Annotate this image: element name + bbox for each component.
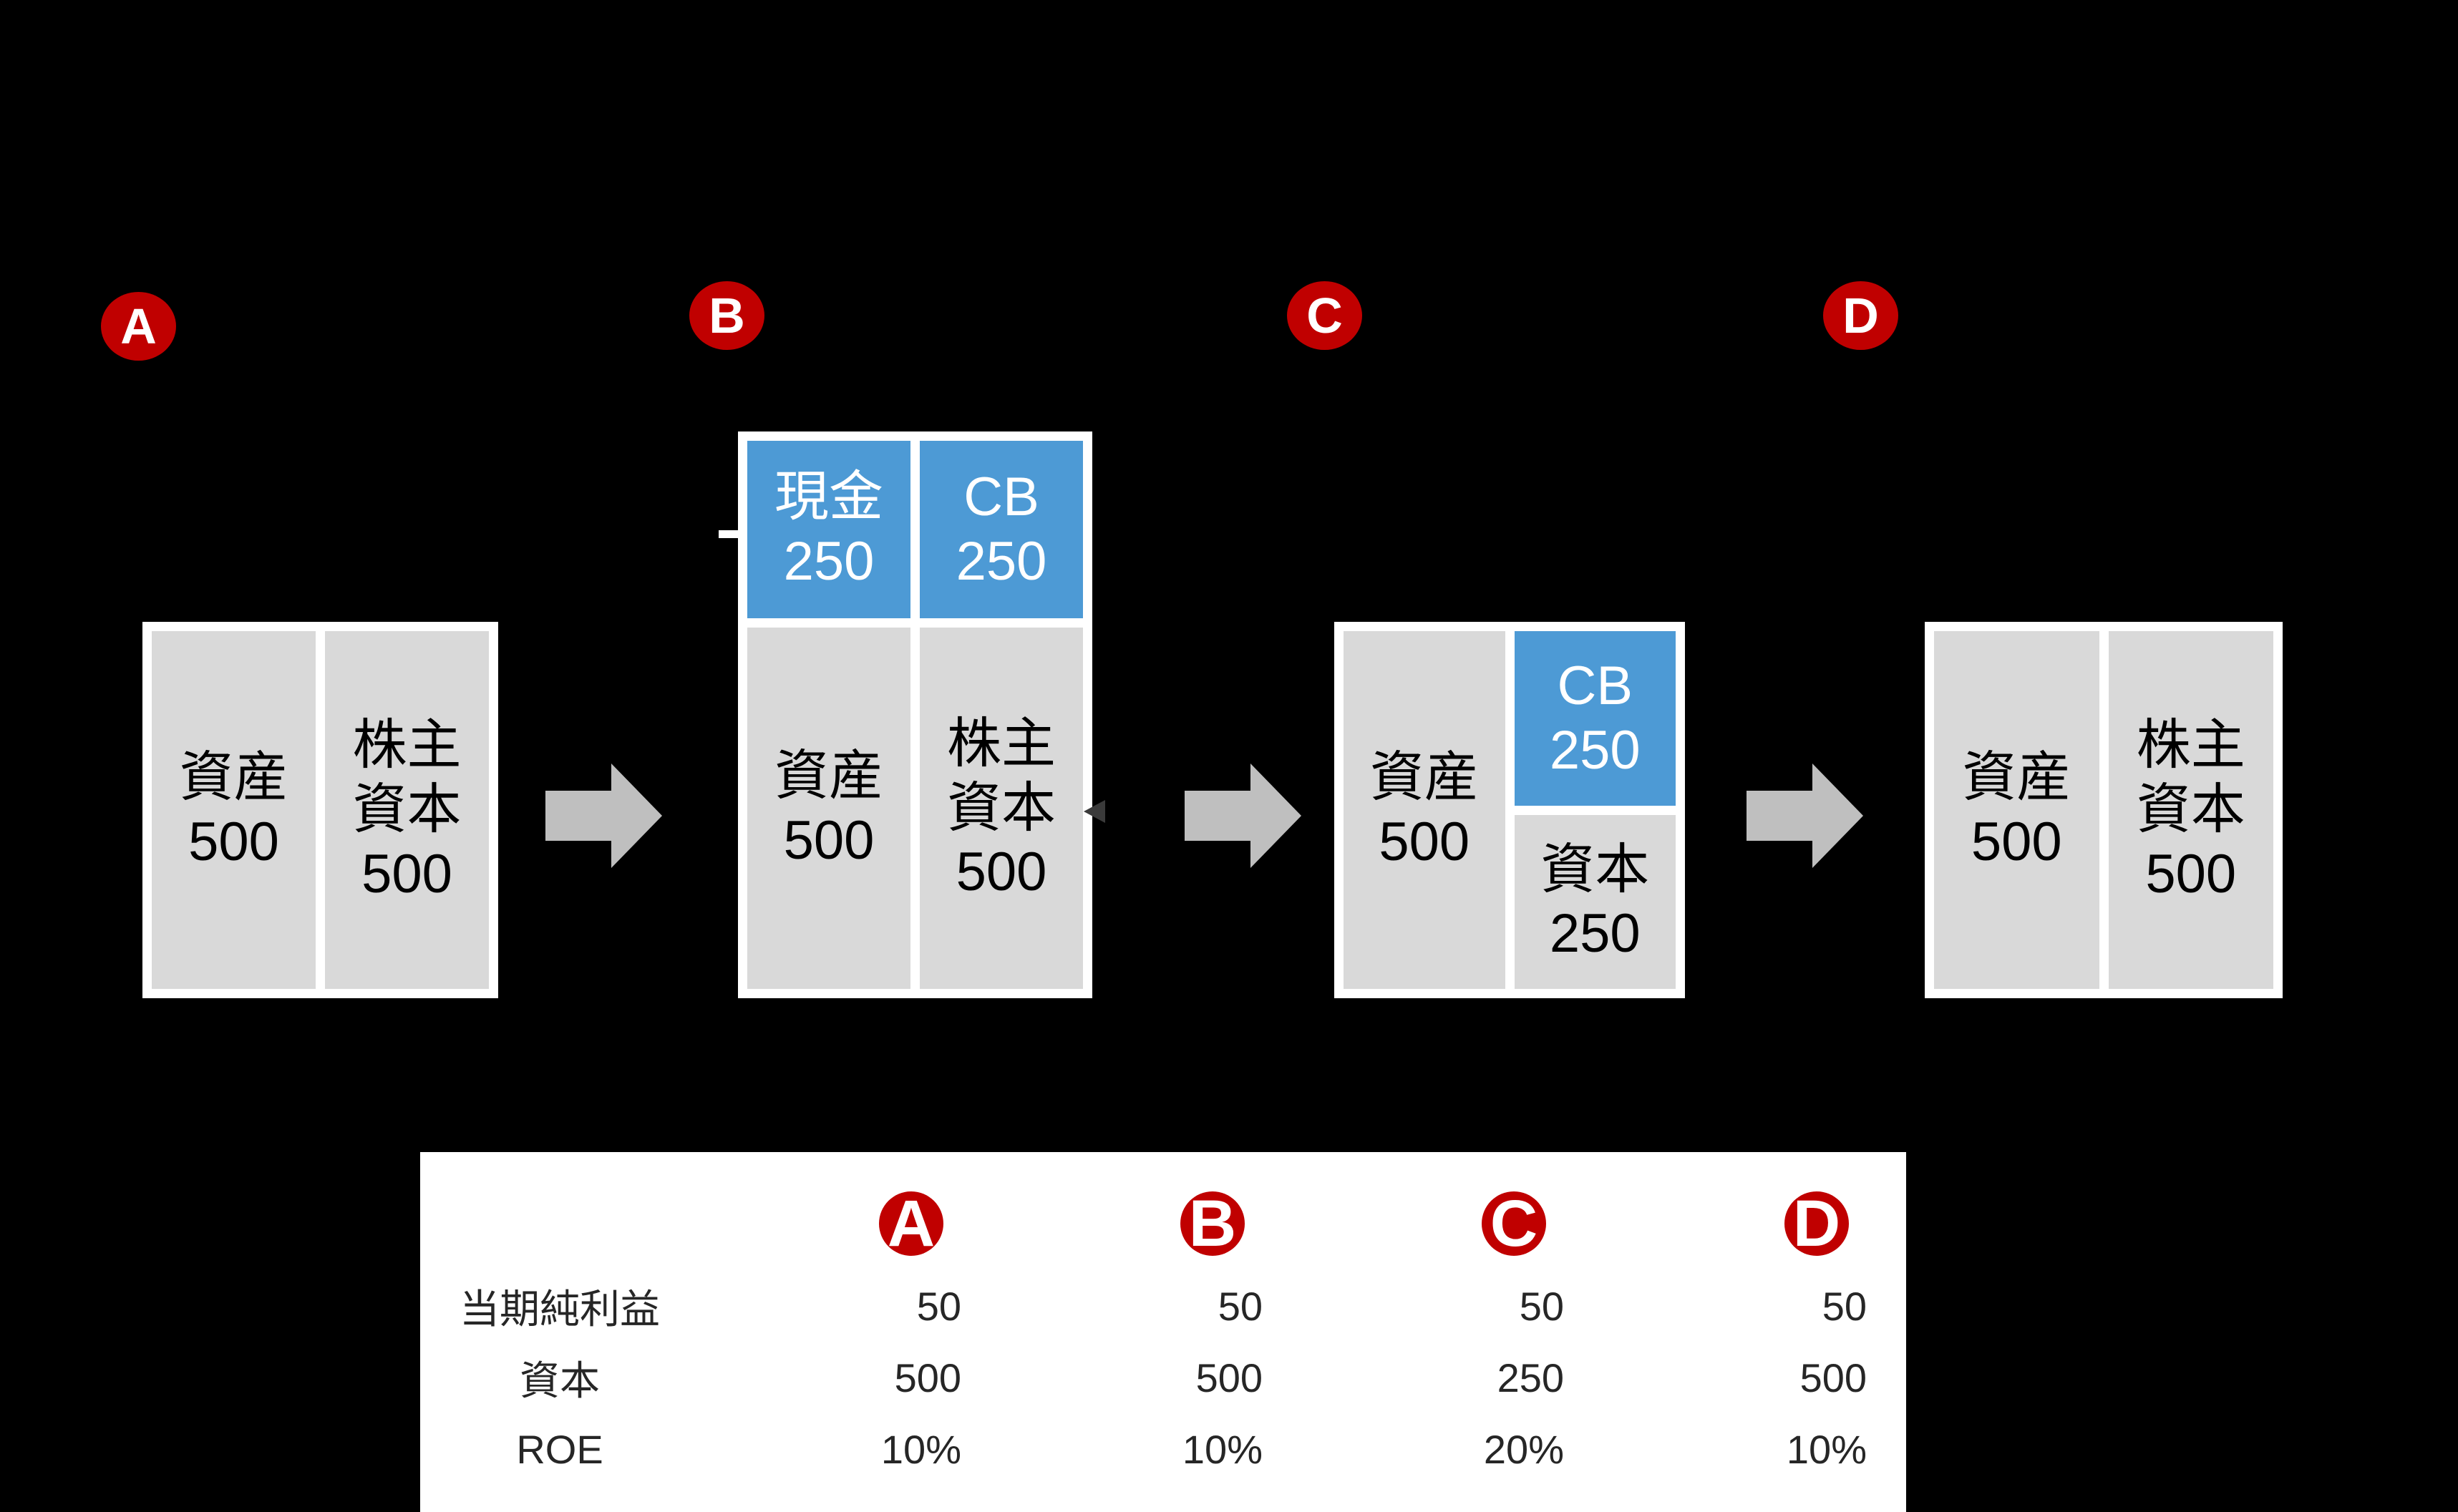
row-label-roe: ROE	[516, 1426, 603, 1472]
box-d-equity-cell: 株主 資本 500	[2108, 631, 2273, 989]
box-b-cash-cell: 現金 250	[747, 441, 910, 618]
row-label-net-income: 当期純利益	[460, 1286, 660, 1332]
capital-d: 500	[1799, 1355, 1867, 1400]
stage-badge-c: C	[1287, 281, 1362, 350]
table-badge-c: C	[1482, 1191, 1546, 1257]
balance-sheet-c: 資産 500 CB 250 資本 250	[1334, 622, 1685, 998]
box-a-equity-cell: 株主 資本 500	[325, 631, 489, 989]
balance-sheet-a: 資産 500 株主 資本 500	[142, 622, 498, 998]
stray-arrowhead-icon	[1084, 800, 1105, 823]
roe-a: 10%	[880, 1426, 961, 1472]
box-b-assets-cell: 資産 500	[747, 628, 910, 989]
right-arrow-icon	[1185, 764, 1301, 868]
box-c-cb-cell: CB 250	[1514, 631, 1676, 806]
roe-c: 20%	[1483, 1426, 1564, 1472]
box-b-equity-cell: 株主 資本 500	[920, 628, 1083, 989]
right-arrow-icon	[545, 764, 662, 868]
balance-sheet-d: 資産 500 株主 資本 500	[1925, 622, 2283, 998]
stage-badge-b: B	[689, 281, 764, 350]
roe-d: 10%	[1786, 1426, 1867, 1472]
net-income-b: 50	[1218, 1283, 1263, 1329]
table-badge-d: D	[1784, 1191, 1849, 1257]
roe-summary-table: A B C D 当期純利益 50 50 50 50 資本 500 500 250…	[420, 1152, 1906, 1512]
row-label-capital: 資本	[520, 1357, 600, 1403]
table-badge-b: B	[1180, 1191, 1245, 1257]
box-c-capital-cell: 資本 250	[1514, 814, 1676, 989]
table-header-a: A	[699, 1152, 1001, 1270]
stray-white-dash	[719, 530, 739, 538]
table-header-b: B	[1001, 1152, 1302, 1270]
box-d-assets-cell: 資産 500	[1934, 631, 2099, 989]
balance-sheet-b: 現金 250 CB 250 資産 500 株主 資本 500	[738, 431, 1092, 998]
table-header-d: D	[1603, 1152, 1906, 1270]
box-a-assets-cell: 資産 500	[152, 631, 316, 989]
net-income-d: 50	[1822, 1283, 1867, 1329]
table-corner-cell	[420, 1152, 699, 1270]
roe-b: 10%	[1182, 1426, 1263, 1472]
box-b-cb-cell: CB 250	[920, 441, 1083, 618]
table-header-c: C	[1302, 1152, 1603, 1270]
right-arrow-icon	[1747, 764, 1863, 868]
capital-a: 500	[894, 1355, 961, 1400]
stage-badge-d: D	[1823, 281, 1898, 350]
capital-b: 500	[1195, 1355, 1263, 1400]
net-income-c: 50	[1519, 1283, 1564, 1329]
stage-badge-a: A	[101, 292, 176, 361]
box-c-assets-cell: 資産 500	[1344, 631, 1505, 989]
capital-c: 250	[1497, 1355, 1564, 1400]
table-badge-a: A	[879, 1191, 943, 1257]
net-income-a: 50	[916, 1283, 961, 1329]
